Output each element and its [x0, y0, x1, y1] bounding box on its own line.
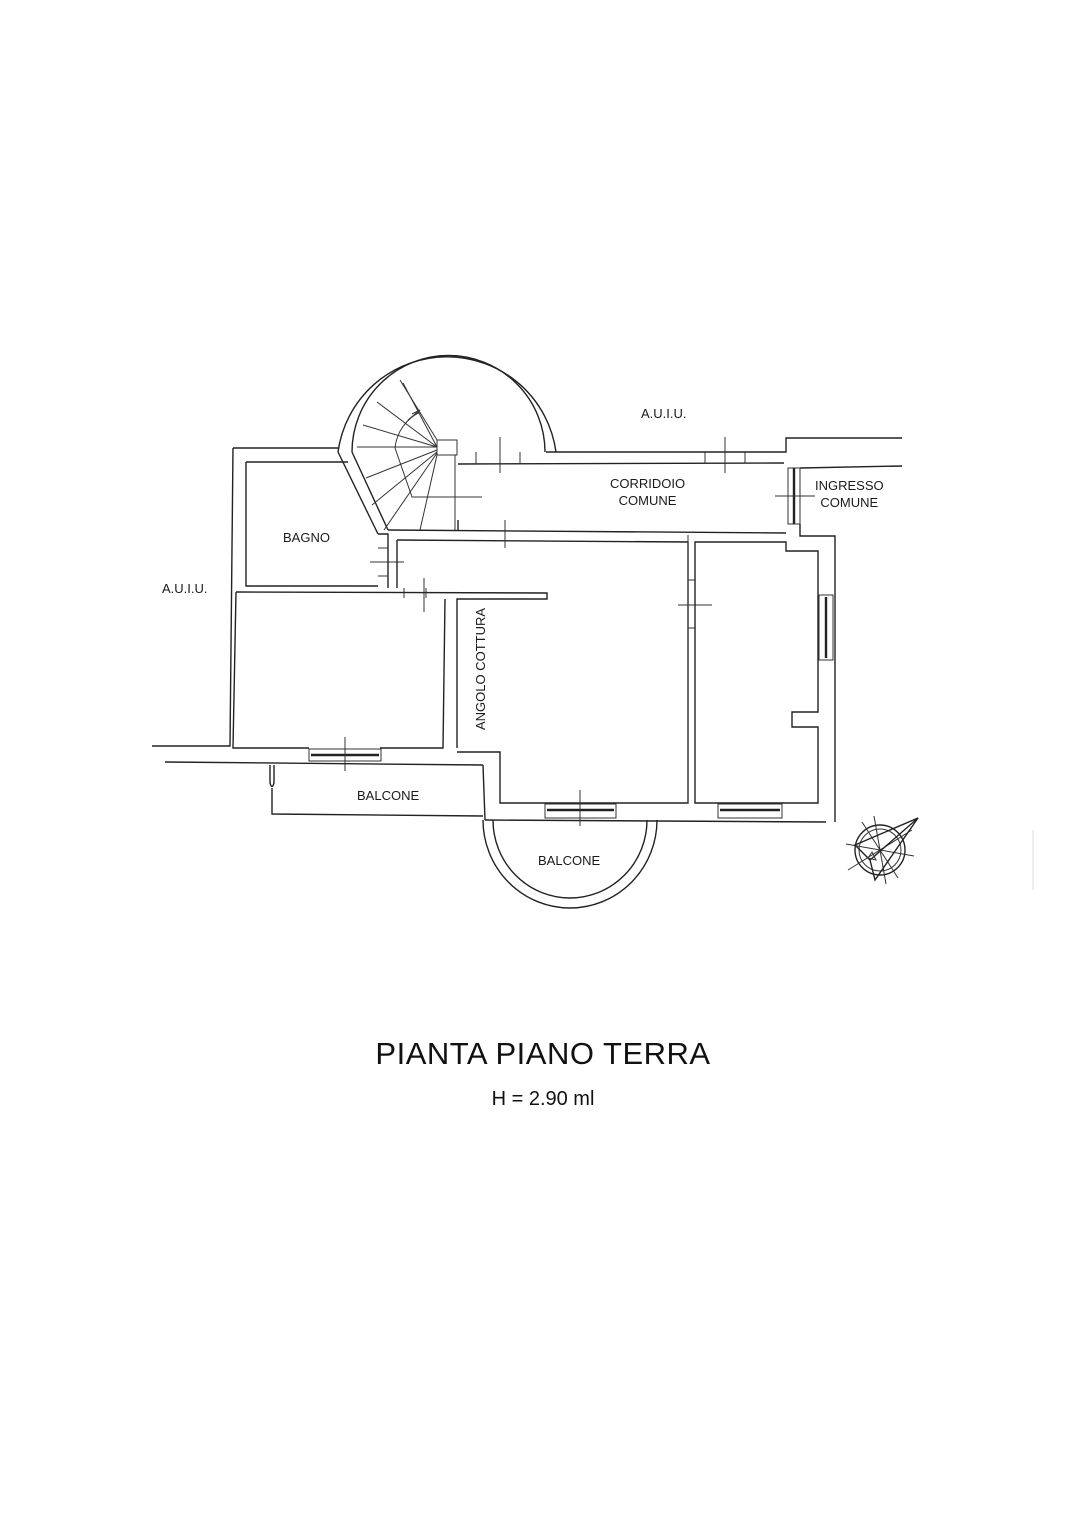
room-label-corridoio-comune: CORRIDOIO COMUNE [610, 476, 686, 508]
room-label-ingresso-comune: INGRESSO COMUNE [815, 478, 884, 510]
balcone-rect-outline [269, 765, 484, 817]
spiral-staircase [337, 354, 557, 535]
compass-north-arrow [845, 815, 919, 885]
drawing-title: PIANTA PIANO TERRA [375, 1036, 711, 1071]
corridor-walls [387, 437, 903, 534]
adjacent-unit-label-left: A.U.I.U. [162, 581, 208, 596]
balcone-round-outline [482, 819, 658, 909]
room-label-balcone-rect: BALCONE [357, 788, 420, 803]
room-label-bagno: BAGNO [283, 530, 330, 545]
ceiling-height-note: H = 2.90 ml [491, 1088, 595, 1110]
room-label-balcone-round: BALCONE [538, 853, 601, 868]
outer-walls [152, 447, 836, 826]
adjacent-unit-label-top: A.U.I.U. [641, 406, 687, 421]
room-label-angolo-cottura: ANGOLO COTTURA [473, 607, 488, 730]
